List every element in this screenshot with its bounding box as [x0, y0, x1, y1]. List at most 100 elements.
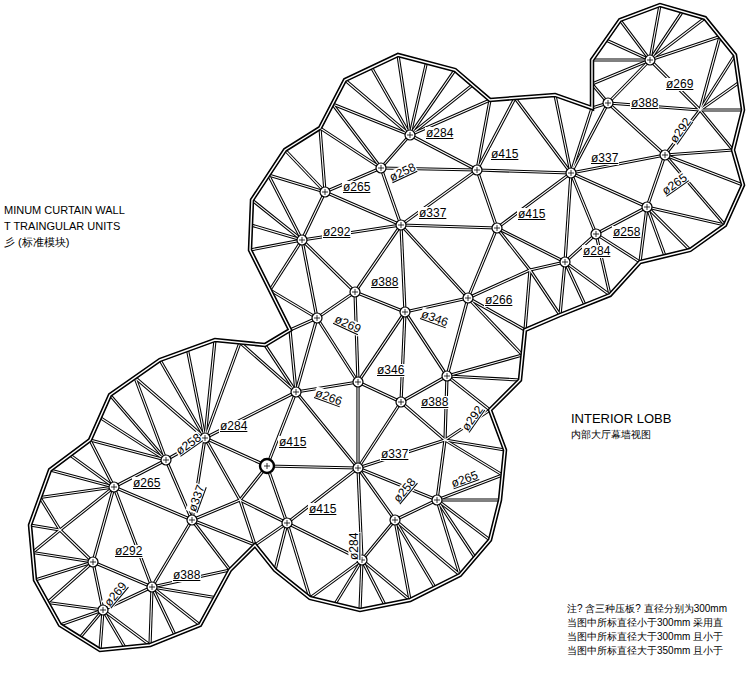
mullion-gap: [355, 292, 358, 382]
mullion-gap: [287, 523, 362, 560]
mullion-gap: [447, 376, 520, 380]
mullion-gap: [606, 40, 650, 60]
hub-cross: [378, 165, 384, 171]
mullion: [608, 103, 665, 155]
mullion-gap: [477, 170, 571, 173]
mullion-gap: [592, 60, 650, 84]
mullion-gap: [647, 207, 725, 225]
mullion-gap: [447, 298, 468, 376]
hub-node: [492, 223, 502, 233]
mullion-gap: [48, 603, 104, 611]
mullion-gap: [700, 55, 735, 110]
diameter-label: ø415: [490, 148, 519, 161]
hub-node: [603, 98, 613, 108]
hub-cross: [163, 457, 169, 463]
mullion-gap: [355, 292, 405, 312]
mullion: [477, 170, 497, 228]
mullion: [362, 560, 410, 600]
hub-node: [320, 187, 330, 197]
mullion-gap: [290, 330, 296, 392]
mullion-gap: [335, 560, 362, 604]
mullion-gap: [405, 298, 468, 312]
note-text: 当图中所标直径大于300mm 且小于: [566, 632, 724, 643]
mullion-gap: [302, 225, 401, 240]
mullion: [150, 587, 152, 645]
hub-cross: [494, 225, 500, 231]
mullion: [355, 292, 405, 312]
diameter-label: ø292: [667, 115, 694, 146]
hub-node: [463, 293, 473, 303]
outer-frame: [30, 5, 743, 650]
mullion-gap: [395, 520, 410, 600]
diameter-label: ø258: [390, 475, 419, 506]
mullion: [33, 530, 61, 553]
mullion: [90, 440, 166, 460]
mullion-gap: [267, 392, 296, 466]
mullion-gap: [650, 37, 720, 61]
hub-cross: [605, 100, 611, 106]
mullion: [355, 225, 401, 292]
hub-node: [645, 55, 655, 65]
mullion-gap: [93, 487, 114, 562]
mullion-gap: [135, 378, 205, 439]
mullion-gap: [100, 610, 103, 650]
mullion: [592, 60, 650, 84]
mullion: [93, 487, 114, 562]
mullion-gap: [700, 110, 733, 150]
mullion-gap: [296, 318, 317, 392]
diameter-label: ø337: [380, 448, 409, 461]
hub-node: [642, 202, 652, 212]
mullion-gap: [275, 523, 287, 570]
mullion-gap: [114, 487, 152, 587]
diameter-label: ø292: [322, 226, 351, 239]
hub-node: [353, 377, 363, 387]
hub-cross: [662, 152, 668, 158]
mullion-gap: [302, 240, 317, 318]
mullion-gap: [401, 170, 477, 225]
diameter-label: ø388: [420, 396, 449, 409]
diameter-label: ø284: [219, 420, 248, 433]
title-text: 彡 (标准模块): [3, 237, 70, 249]
mullion-gap: [48, 562, 94, 603]
mullion-gap: [152, 587, 200, 625]
diameter-label: ø388: [630, 97, 659, 110]
hub-cross: [644, 204, 650, 210]
mullion-gap: [620, 20, 650, 60]
mullion-gap: [103, 610, 150, 645]
hub-cross: [111, 484, 117, 490]
diameter-label: ø415: [308, 503, 337, 516]
mullion-gap: [447, 376, 490, 410]
mullion: [310, 560, 362, 598]
mullion-gap: [35, 562, 93, 580]
mullion-gap: [410, 70, 455, 135]
mullion-gap: [152, 587, 175, 635]
hub-cross: [264, 463, 270, 469]
mullion-gap: [50, 470, 114, 487]
hub-node: [147, 582, 157, 592]
hub-cross: [189, 517, 195, 523]
mullion-gap: [665, 110, 700, 155]
diameter-label: ø284: [348, 532, 361, 561]
mullion: [267, 466, 358, 468]
mullion-gap: [60, 610, 103, 625]
mullion: [650, 18, 705, 60]
mullion-gap: [497, 228, 530, 270]
hub-cross: [562, 259, 568, 265]
diameter-label: ø284: [582, 245, 611, 258]
mullion-gap: [565, 262, 610, 295]
mullion-gap: [555, 95, 571, 173]
mullion-gap: [362, 520, 395, 560]
mullion: [269, 175, 303, 240]
mullion-gap: [320, 128, 325, 192]
diameter-label: ø266: [313, 386, 345, 408]
mullion: [48, 603, 104, 611]
diameter-label: ø266: [484, 294, 513, 307]
mullion-gap: [437, 499, 500, 500]
mullion-gap: [437, 440, 445, 500]
mullion: [398, 55, 410, 135]
note-text: 注? 含三种压板? 直径分别为300mm: [566, 604, 728, 615]
hub-node: [350, 287, 360, 297]
mullion-gap: [90, 440, 166, 460]
mullion: [100, 418, 166, 461]
mullion: [355, 292, 358, 382]
